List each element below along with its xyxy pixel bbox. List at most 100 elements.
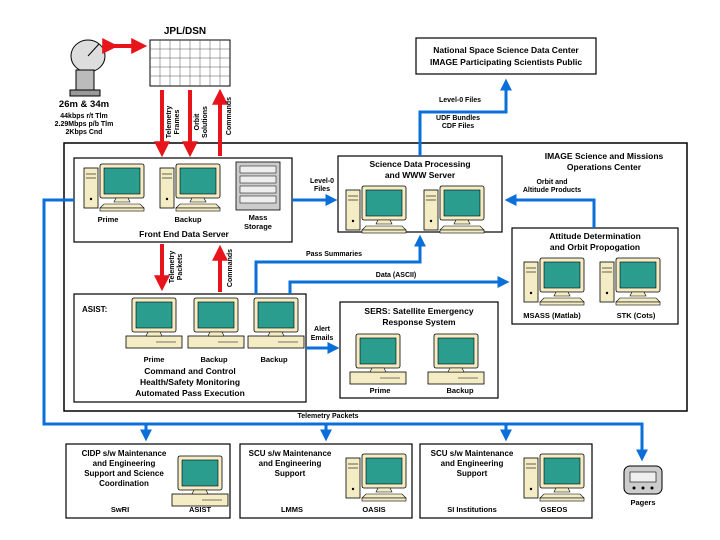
fe-backup-workstation bbox=[160, 164, 220, 211]
attitude-determination: Attitude Determination and Orbit Propoga… bbox=[511, 227, 679, 325]
center-title-2: Operations Center bbox=[567, 162, 642, 172]
scu-si-box: SCU s/w Maintenance and Engineering Supp… bbox=[419, 443, 593, 519]
solutions-label: Solutions bbox=[202, 106, 209, 138]
mass-storage-icon bbox=[235, 161, 281, 211]
dsn-rack bbox=[149, 39, 231, 87]
scu2-gseos-label: GSEOS bbox=[541, 505, 568, 514]
scu1-workstation bbox=[346, 454, 406, 501]
sers-backup-label: Backup bbox=[446, 386, 474, 395]
fe-prime-workstation bbox=[84, 164, 144, 211]
asist-title-3: Automated Pass Execution bbox=[135, 388, 245, 398]
attitude-title-1: Attitude Determination bbox=[549, 231, 641, 241]
antenna-size: 26m & 34m bbox=[59, 99, 109, 110]
cidp-swri-label: SwRI bbox=[111, 505, 129, 514]
packets-mid-label: Packets bbox=[177, 254, 184, 281]
scu2-title-3: Support bbox=[457, 469, 488, 478]
msass-workstation bbox=[524, 258, 584, 305]
scu2-title-2: and Engineering bbox=[441, 459, 504, 468]
scu1-lmms-label: LMMS bbox=[281, 505, 303, 514]
cidp-title-2: and Engineering bbox=[93, 459, 156, 468]
telemetry-bus-arrow bbox=[42, 198, 648, 462]
cidp-title-1: CIDP s/w Maintenance bbox=[82, 449, 167, 458]
scu-lmms-box: SCU s/w Maintenance and Engineering Supp… bbox=[239, 443, 413, 519]
rate-tlm-pb: 2.29Mbps p/b Tlm bbox=[55, 121, 114, 128]
fe-title: Front End Data Server bbox=[139, 229, 229, 239]
asist-backup2-workstation bbox=[248, 298, 304, 348]
scu2-title-1: SCU s/w Maintenance bbox=[431, 449, 514, 458]
sers-title-1: SERS: Satellite Emergency bbox=[364, 306, 473, 316]
orbit-products-arrow bbox=[504, 194, 596, 228]
pager-icon bbox=[623, 465, 663, 495]
center-title-1: IMAGE Science and Missions bbox=[545, 151, 664, 161]
asist-label: ASIST: bbox=[82, 305, 107, 314]
fe-backup-label: Backup bbox=[174, 215, 202, 224]
rate-tlm-rt: 44kbps r/t Tlm bbox=[60, 113, 107, 120]
data-ascii-label: Data (ASCII) bbox=[376, 272, 416, 279]
frames-label: Frames bbox=[174, 109, 181, 134]
asist-backup-workstation bbox=[188, 298, 244, 348]
level0-files-label-2: Files bbox=[314, 186, 330, 193]
sers-prime-workstation bbox=[350, 334, 406, 384]
sdp-title-1: Science Data Processing bbox=[369, 159, 470, 169]
scu2-workstation bbox=[524, 454, 584, 501]
rate-cnd: 2Kbps Cnd bbox=[66, 129, 103, 136]
mass-label: Mass bbox=[249, 213, 268, 222]
pass-summaries-arrow bbox=[254, 234, 426, 294]
alert-label: Alert bbox=[314, 326, 331, 333]
cidp-box: CIDP s/w Maintenance and Engineering Sup… bbox=[65, 443, 231, 519]
antenna-icon bbox=[69, 39, 106, 97]
sers-title-2: Response System bbox=[382, 317, 456, 327]
cdf-files-label: CDF Files bbox=[442, 123, 474, 130]
telemetry-packets-bottom-label: Telemetry Packets bbox=[298, 413, 359, 420]
front-end-data-server: Prime Backup Mass Storage Front End Data… bbox=[73, 157, 293, 243]
asist-title-2: Health/Safety Monitoring bbox=[140, 377, 240, 387]
scu1-oasis-label: OASIS bbox=[362, 505, 385, 514]
asist-backup2-label: Backup bbox=[260, 355, 288, 364]
nssdc-line-1: National Space Science Data Center bbox=[433, 45, 579, 55]
pass-summaries-label: Pass Summaries bbox=[306, 251, 362, 258]
asist-title-1: Command and Control bbox=[144, 366, 236, 376]
cidp-workstation bbox=[172, 456, 228, 506]
sdp-to-nssdc-arrow bbox=[418, 78, 512, 156]
orbit-products-label-2: Altitude Products bbox=[523, 187, 581, 194]
data-ascii-arrow bbox=[288, 276, 510, 294]
scu1-title-1: SCU s/w Maintenance bbox=[249, 449, 332, 458]
msass-label: MSASS (Matlab) bbox=[523, 311, 581, 320]
orbit-products-label-1: Orbit and bbox=[536, 179, 567, 186]
sdp-title-2: and WWW Server bbox=[385, 170, 456, 180]
stk-label: STK (Cots) bbox=[617, 311, 656, 320]
attitude-title-2: and Orbit Propogation bbox=[550, 242, 640, 252]
pagers-label: Pagers bbox=[630, 498, 655, 507]
scu1-title-2: and Engineering bbox=[259, 459, 322, 468]
sdp-workstation-2 bbox=[424, 186, 484, 233]
fe-prime-label: Prime bbox=[98, 215, 119, 224]
science-data-processing: Science Data Processing and WWW Server bbox=[337, 155, 503, 233]
scu2-si-label: SI Institutions bbox=[447, 505, 497, 514]
sers-emergency-response: SERS: Satellite Emergency Response Syste… bbox=[339, 301, 499, 399]
cidp-title-3: Support and Science bbox=[84, 469, 164, 478]
nssdc-box: National Space Science Data Center IMAGE… bbox=[415, 37, 597, 75]
asist-command-control: ASIST: Prime Backup Backup Command and C… bbox=[73, 293, 307, 403]
stk-workstation bbox=[600, 258, 660, 305]
sdp-workstation-1 bbox=[346, 186, 406, 233]
telemetry-mid-label: Telemetry bbox=[169, 251, 176, 284]
orbit-label: Orbit bbox=[194, 113, 201, 130]
asist-prime-workstation bbox=[126, 298, 182, 348]
commands-mid-label: Commands bbox=[227, 249, 234, 287]
telemetry-label: Telemetry bbox=[166, 106, 173, 139]
commands-top-label: Commands bbox=[226, 97, 233, 135]
emails-label: Emails bbox=[311, 335, 334, 342]
cidp-title-4: Coordination bbox=[99, 479, 149, 488]
jpl-dsn-title: JPL/DSN bbox=[164, 26, 206, 37]
udf-bundles-label: UDF Bundles bbox=[436, 115, 480, 122]
level0-files-nssdc-label: Level-0 Files bbox=[439, 97, 481, 104]
asist-prime-label: Prime bbox=[144, 355, 165, 364]
asist-backup-label: Backup bbox=[200, 355, 228, 364]
storage-label: Storage bbox=[244, 222, 272, 231]
nssdc-line-2: IMAGE Participating Scientists Public bbox=[430, 57, 582, 67]
sers-prime-label: Prime bbox=[370, 386, 391, 395]
sers-backup-workstation bbox=[428, 334, 484, 384]
scu1-title-3: Support bbox=[275, 469, 306, 478]
level0-files-label-1: Level-0 bbox=[310, 178, 334, 185]
